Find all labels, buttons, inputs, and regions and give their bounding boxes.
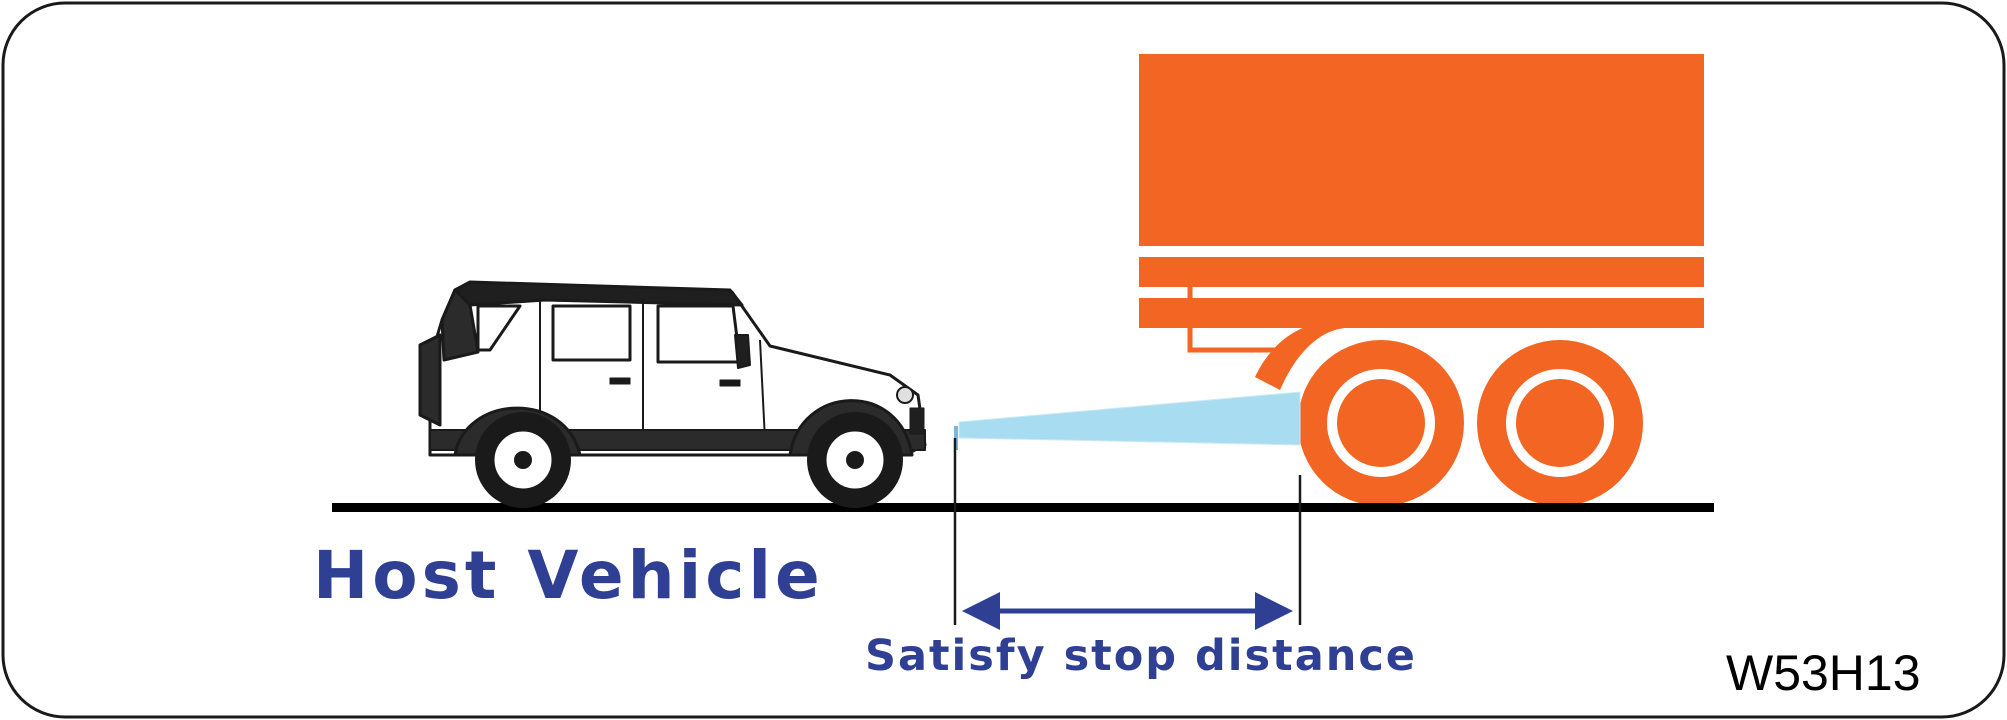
truck-cargo-box	[1139, 54, 1704, 246]
truck-frame-bar	[1139, 257, 1704, 287]
arrow-head-right	[1255, 592, 1293, 630]
truck-wheel-front	[1298, 340, 1464, 506]
road-line	[332, 503, 1714, 512]
host-vehicle-label: Host Vehicle	[313, 537, 824, 614]
truck-wheel-rear	[1477, 340, 1643, 506]
sensor-beam	[959, 392, 1300, 445]
arrow-head-left	[962, 592, 1000, 630]
stop-distance-label: Satisfy stop distance	[865, 631, 1417, 681]
truck-lower-bar	[1139, 298, 1704, 328]
truck-mudguard	[1255, 321, 1345, 390]
truck-bracket	[1187, 287, 1285, 353]
host-vehicle-wheels	[475, 412, 903, 508]
figure-code: W53H13	[1726, 645, 1921, 701]
target-truck	[1139, 54, 1704, 506]
